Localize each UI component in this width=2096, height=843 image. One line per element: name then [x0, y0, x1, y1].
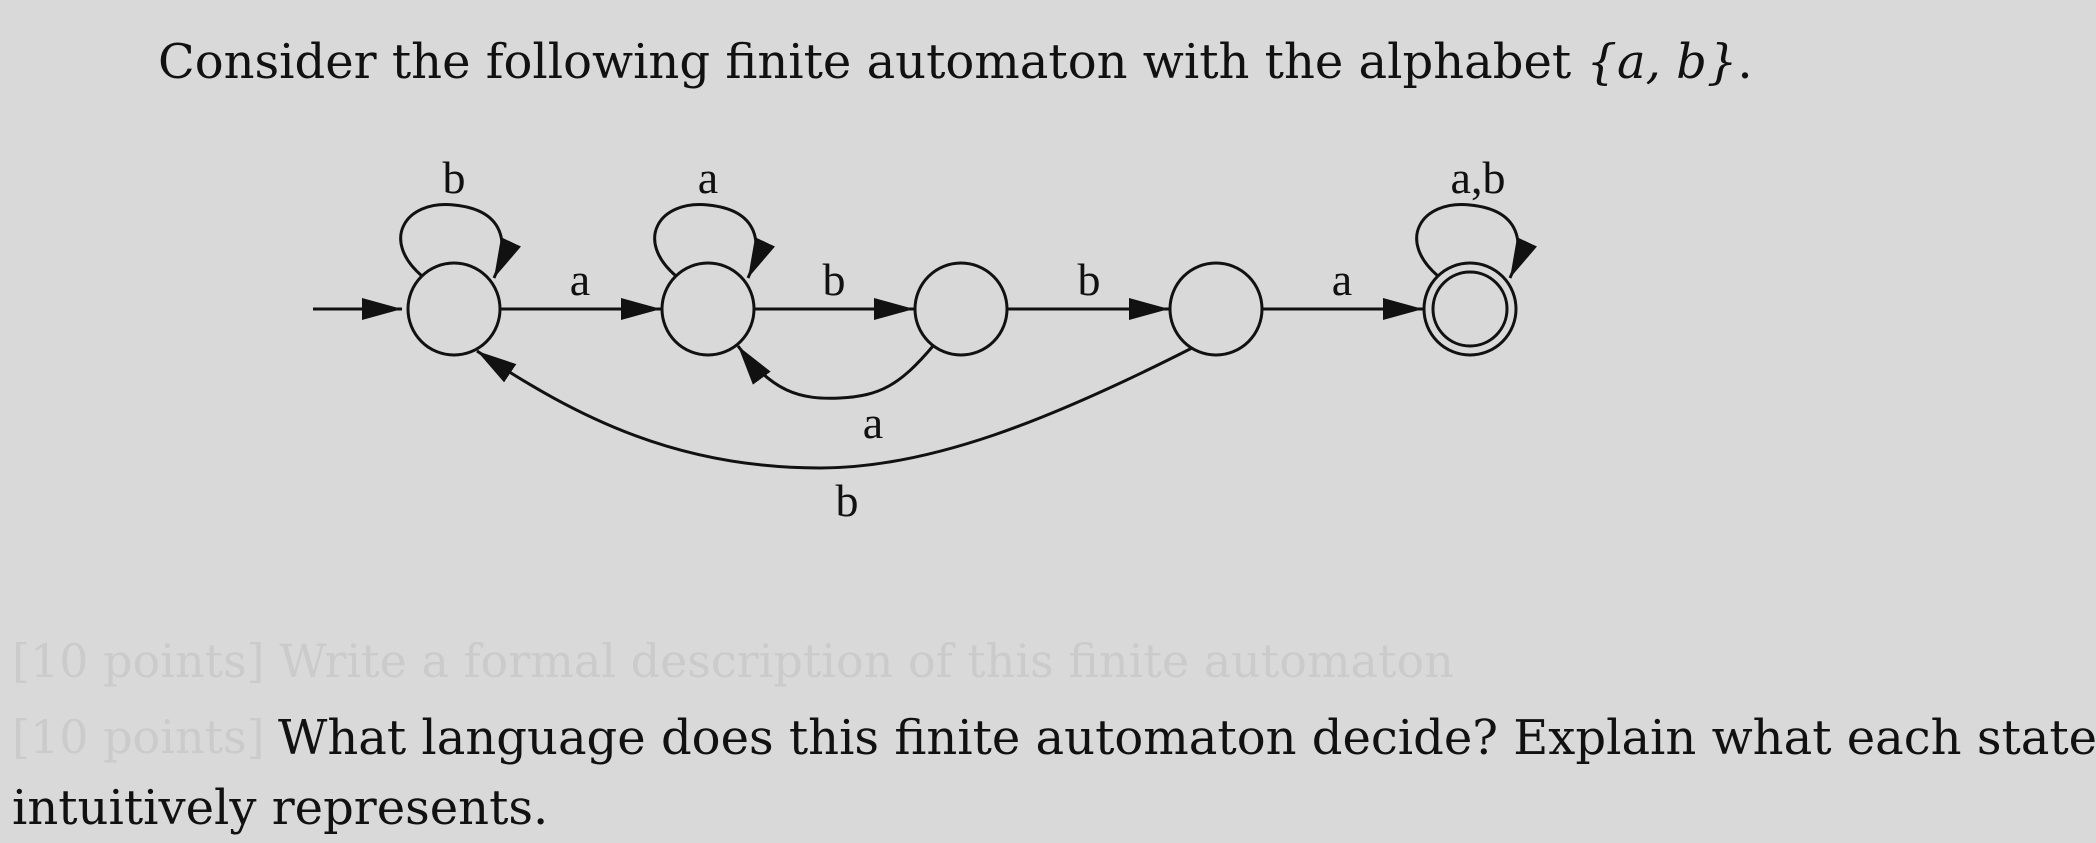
- state-q2: [913, 261, 1009, 357]
- intro-text: Consider the following finite automaton …: [158, 34, 1587, 90]
- label-q2-q3: b: [1078, 254, 1101, 305]
- edge-q4-q4-loop: [1415, 203, 1537, 279]
- faded-text-line-2: [10 points]: [12, 710, 265, 764]
- edge-q1-q1-loop: [653, 203, 775, 279]
- label-q1-q2: b: [823, 254, 846, 305]
- faded-text-line-1: [10 points] Write a formal description o…: [12, 634, 1454, 688]
- label-q0-loop: b: [443, 152, 466, 203]
- state-q3: [1168, 261, 1264, 357]
- edge-q2-q1: [736, 345, 935, 400]
- intro-period: .: [1737, 34, 1753, 90]
- state-q4-accept: [1422, 261, 1518, 357]
- intro-sentence: Consider the following finite automaton …: [158, 38, 1753, 86]
- alphabet-set: {a, b}: [1586, 34, 1738, 90]
- edge-q0-q0-loop: [399, 203, 521, 279]
- label-q2-q1: a: [863, 397, 883, 448]
- edge-q3-q0: [476, 346, 1193, 470]
- label-q3-q4: a: [1332, 254, 1352, 305]
- state-q0: [406, 261, 502, 357]
- question-line-2: intuitively represents.: [12, 780, 549, 836]
- label-q4-loop: a,b: [1451, 152, 1506, 203]
- label-q0-q1: a: [570, 254, 590, 305]
- label-q3-q0: b: [836, 475, 859, 526]
- label-q1-loop: a: [698, 152, 718, 203]
- question-line-1: What language does this finite automaton…: [278, 710, 2096, 766]
- state-q1: [660, 261, 756, 357]
